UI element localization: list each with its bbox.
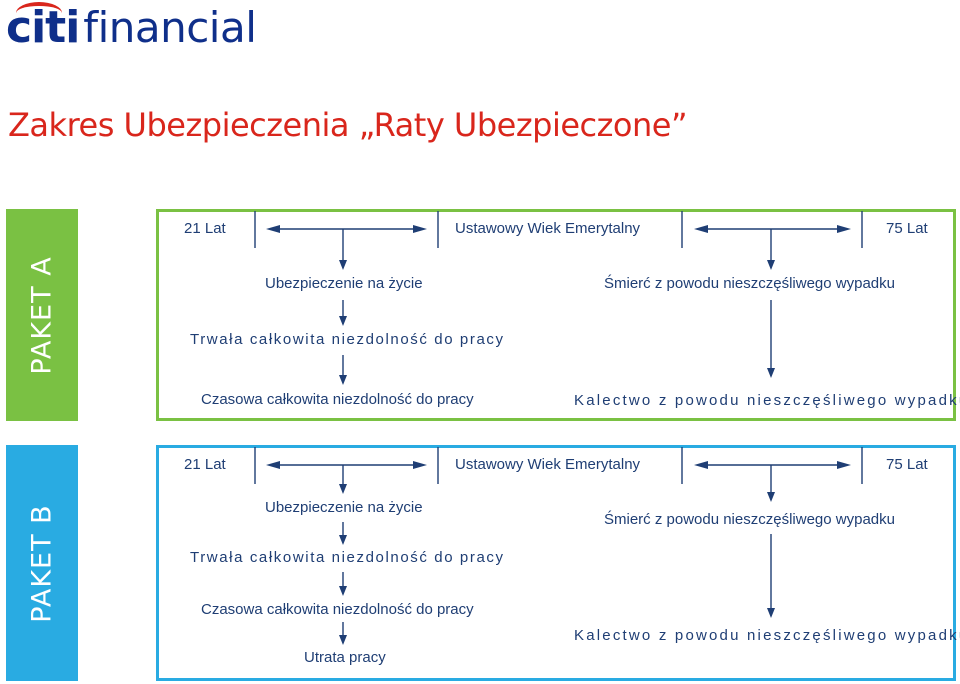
paket-b-temporary-disability: Czasowa całkowita niezdolność do pracy bbox=[201, 601, 474, 618]
paket-b-end-age: 75 Lat bbox=[886, 456, 928, 473]
paket-a-accidental-disability: Kalectwo z powodu nieszczęśliwego wypadk… bbox=[574, 392, 960, 409]
paket-a-permanent-disability: Trwała całkowita niezdolność do pracy bbox=[190, 331, 505, 348]
paket-a-start-age: 21 Lat bbox=[184, 220, 226, 237]
paket-a-temporary-disability: Czasowa całkowita niezdolność do pracy bbox=[201, 391, 474, 408]
paket-b-life-insurance: Ubezpieczenie na życie bbox=[265, 499, 423, 516]
page-title: Zakres Ubezpieczenia „Raty Ubezpieczone” bbox=[8, 106, 688, 144]
paket-a-end-age: 75 Lat bbox=[886, 220, 928, 237]
paket-b-timeline-arrows bbox=[254, 447, 863, 645]
paket-a-life-insurance: Ubezpieczenie na życie bbox=[265, 275, 423, 292]
paket-b-accidental-disability: Kalectwo z powodu nieszczęśliwego wypadk… bbox=[574, 627, 960, 644]
paket-a-sidebar: PAKET A bbox=[6, 209, 78, 421]
paket-b-accidental-death: Śmierć z powodu nieszczęśliwego wypadku bbox=[604, 511, 895, 528]
paket-b-job-loss: Utrata pracy bbox=[304, 649, 386, 666]
paket-b-start-age: 21 Lat bbox=[184, 456, 226, 473]
paket-b-panel bbox=[156, 445, 956, 681]
logo-arc bbox=[16, 2, 62, 24]
paket-a-timeline-arrows bbox=[254, 211, 863, 385]
paket-a-panel bbox=[156, 209, 956, 421]
paket-a-retirement-age: Ustawowy Wiek Emerytalny bbox=[455, 220, 641, 237]
paket-a-accidental-death: Śmierć z powodu nieszczęśliwego wypadku bbox=[604, 275, 895, 292]
paket-b-retirement-age: Ustawowy Wiek Emerytalny bbox=[455, 456, 641, 473]
logo-financial-text: financial bbox=[83, 3, 257, 52]
paket-b-sidebar: PAKET B bbox=[6, 445, 78, 681]
citi-financial-logo: citi financial bbox=[6, 2, 257, 54]
paket-b-permanent-disability: Trwała całkowita niezdolność do pracy bbox=[190, 549, 505, 566]
